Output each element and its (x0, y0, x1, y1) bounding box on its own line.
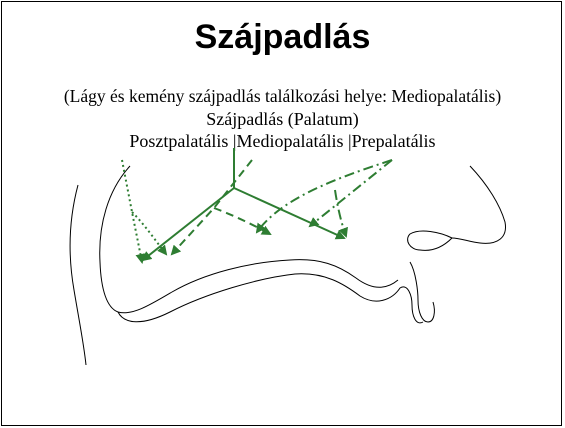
dotted-arrow-post (122, 160, 142, 262)
solid-arrow-post (143, 188, 234, 260)
dashed-arrow-medio (172, 160, 252, 254)
dashed-arrow-medio-2 (214, 208, 270, 234)
upper-lip (410, 262, 418, 300)
dashdot-arrow-pre-2 (257, 160, 392, 232)
dashdot-arrow-pre (310, 160, 392, 226)
dashdot-arrow-pre-3 (335, 190, 346, 236)
nostril-curve (408, 231, 452, 250)
pharynx-back-curve (70, 185, 86, 365)
mouth-outline (70, 166, 505, 365)
dotted-arrow-post-2 (132, 212, 166, 254)
lip-detail (418, 300, 434, 322)
tooth-outline (412, 305, 423, 323)
region-arrows (122, 148, 392, 262)
nose-outline (452, 166, 505, 243)
